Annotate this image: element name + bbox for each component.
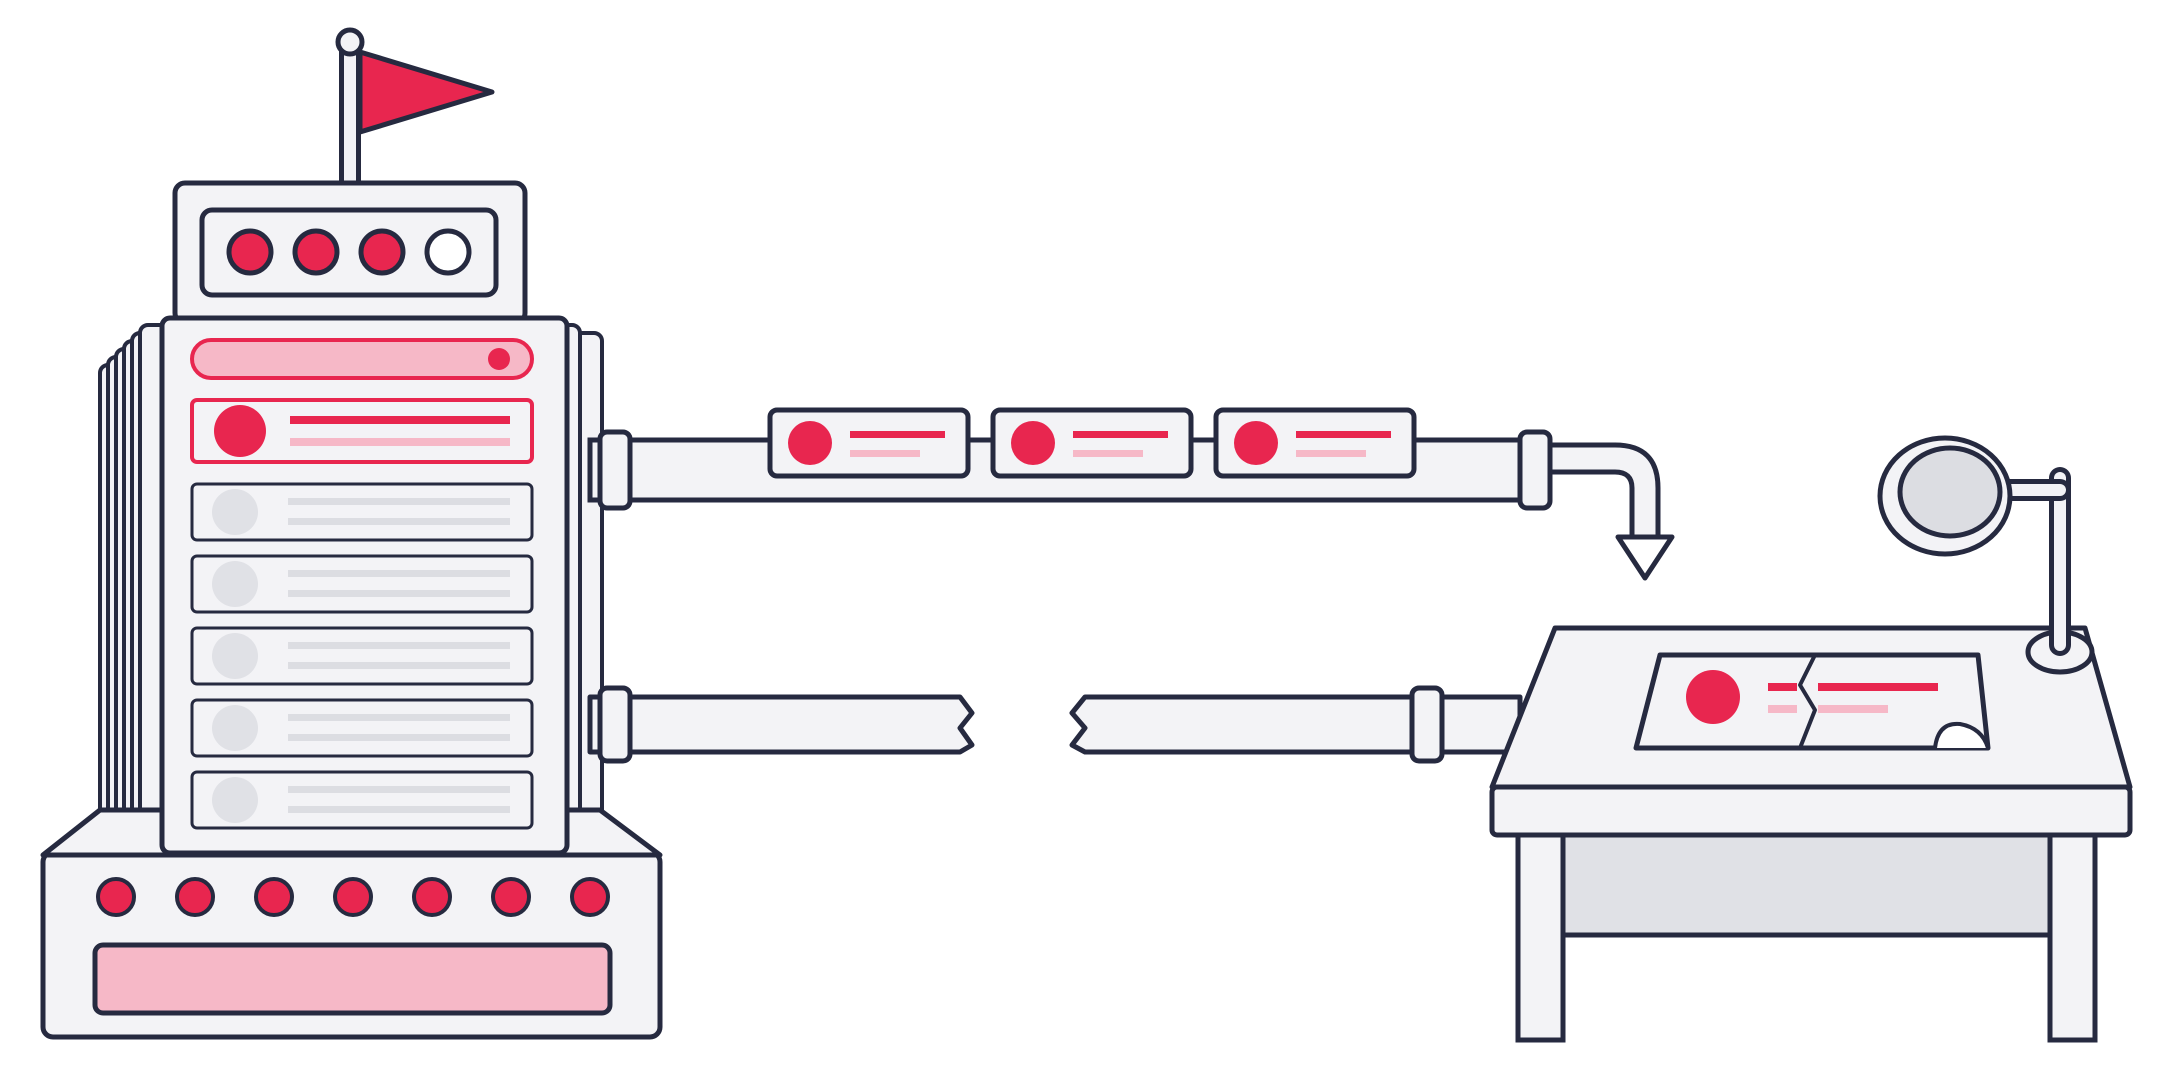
queue-item: [190, 626, 534, 686]
base-led: [96, 877, 136, 917]
queue-item-avatar: [212, 561, 258, 607]
desk-leg-left: [1515, 827, 1566, 1043]
broken-pipe-right: [1069, 694, 1523, 755]
pipe-message-line: [1296, 431, 1391, 438]
desk-edge: [1489, 784, 2133, 838]
pipe-message-line: [850, 431, 945, 438]
queue-item-line: [288, 806, 510, 813]
queue-item: [190, 554, 534, 614]
broken-pipe-left: [587, 694, 975, 755]
base-leds: [96, 877, 610, 917]
pipe-messages: [767, 407, 1417, 479]
queue-item-line: [288, 570, 510, 577]
queue-server: [40, 27, 663, 1040]
pipe-message: [990, 407, 1194, 479]
queue-item-avatar: [212, 633, 258, 679]
queue-item-line: [288, 734, 510, 741]
base-led: [175, 877, 215, 917]
queue-item-line: [288, 786, 510, 793]
flag-icon: [335, 27, 495, 196]
queue-item-line: [288, 590, 510, 597]
flag-pennant: [357, 49, 495, 135]
queue-item: [190, 770, 534, 830]
status-led-on: [292, 228, 340, 276]
status-led-on: [358, 228, 406, 276]
base-led: [412, 877, 452, 917]
pipe-message-line: [850, 450, 920, 457]
base-led: [333, 877, 373, 917]
pipe-message-line: [1073, 450, 1143, 457]
pipe-message-line: [1073, 431, 1168, 438]
status-led-panel: [199, 207, 499, 298]
queue-item-line: [288, 518, 510, 525]
queue-item-line: [288, 498, 510, 505]
magnifier-icon: [1877, 435, 2095, 675]
pipe-message-dot: [1011, 421, 1055, 465]
queue-item-line: [288, 642, 510, 649]
active-queue-item: [190, 398, 534, 464]
status-leds: [226, 228, 472, 276]
arrow-down-icon: [1615, 534, 1675, 581]
desk-leg-right: [2047, 827, 2098, 1043]
status-led-on: [226, 228, 274, 276]
pipe-message-dot: [1234, 421, 1278, 465]
queue-items: [190, 482, 534, 830]
queue-item-line: [288, 662, 510, 669]
queue-header-dot: [488, 348, 510, 370]
broken-pipe-icon: [587, 685, 1523, 764]
pipe-message-dot: [788, 421, 832, 465]
queue-header: [190, 338, 534, 380]
base-display: [92, 942, 613, 1016]
base-led: [491, 877, 531, 917]
pipe-message: [1213, 407, 1417, 479]
base-led: [254, 877, 294, 917]
queue-item-line: [288, 714, 510, 721]
queue-item-avatar: [212, 777, 258, 823]
status-led-off: [424, 228, 472, 276]
inspection-desk: [1489, 435, 2133, 1043]
pipe-elbow: [1532, 442, 1661, 543]
pipe-message-line: [1296, 450, 1366, 457]
queue-item-avatar: [212, 489, 258, 535]
torn-message-icon: [1633, 652, 1991, 751]
queue-item: [190, 482, 534, 542]
pipe-message: [767, 407, 971, 479]
queue-item: [190, 698, 534, 758]
desk-under-panel: [1542, 827, 2078, 938]
queue-item-avatar: [212, 705, 258, 751]
base-led: [570, 877, 610, 917]
